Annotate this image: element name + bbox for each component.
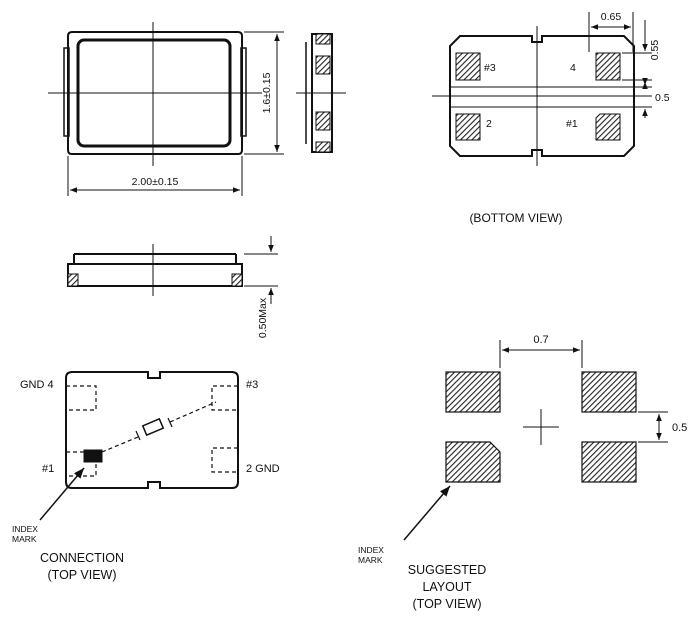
top-view-dimensions (67, 31, 284, 196)
bottom-view-pads (455, 52, 621, 141)
bottom-view-package (432, 26, 652, 166)
connection-caption-line1: CONNECTION (40, 551, 124, 565)
layout-dimensions (403, 340, 668, 541)
bottom-pad-3-label: #3 (484, 62, 496, 74)
connection-package (39, 371, 239, 521)
bottom-pad-height-dim: 0.55 (649, 40, 661, 61)
layout-caption-line3: (TOP VIEW) (413, 597, 482, 611)
layout-caption-line2: LAYOUT (422, 580, 471, 594)
bottom-pad-1-label: #1 (566, 118, 578, 130)
bottom-pad-gap-dim: 0.5 (655, 92, 670, 104)
bottom-view-title: (BOTTOM VIEW) (469, 211, 562, 225)
layout-gap-dim: 0.5 (672, 422, 687, 434)
side-view-dimensions (244, 236, 278, 304)
bottom-view-dimensions (588, 12, 652, 118)
bottom-pad-width-dim: 0.65 (601, 11, 622, 23)
connection-pin4-label: GND 4 (20, 379, 54, 391)
connection-pin1-label: #1 (42, 463, 54, 475)
bottom-pad-4-label: 4 (570, 62, 576, 74)
layout-center-cross (523, 409, 559, 445)
connection-caption-line2: (TOP VIEW) (48, 568, 117, 582)
connection-pin2-label: 2 GND (246, 463, 280, 475)
layout-caption-line1: SUGGESTED (408, 563, 487, 577)
bottom-pad-2-label: 2 (486, 118, 492, 130)
layout-index-mark-line1: INDEX (358, 545, 384, 555)
connection-index-mark-line1: INDEX (12, 524, 38, 534)
layout-pitch-dim: 0.7 (533, 334, 548, 346)
top-view-height-dim: 1.6±0.15 (261, 72, 273, 113)
end-view-package (296, 33, 346, 153)
layout-pads (445, 371, 637, 483)
connection-index-mark-line2: MARK (12, 534, 37, 544)
layout-index-mark-line2: MARK (358, 555, 383, 565)
side-view-package (67, 244, 243, 296)
top-view-width-dim: 2.00±0.15 (132, 176, 179, 188)
side-view-height-dim: 0.50Max (257, 297, 269, 338)
connection-pin3-label: #3 (246, 379, 258, 391)
top-view-package (48, 22, 262, 166)
